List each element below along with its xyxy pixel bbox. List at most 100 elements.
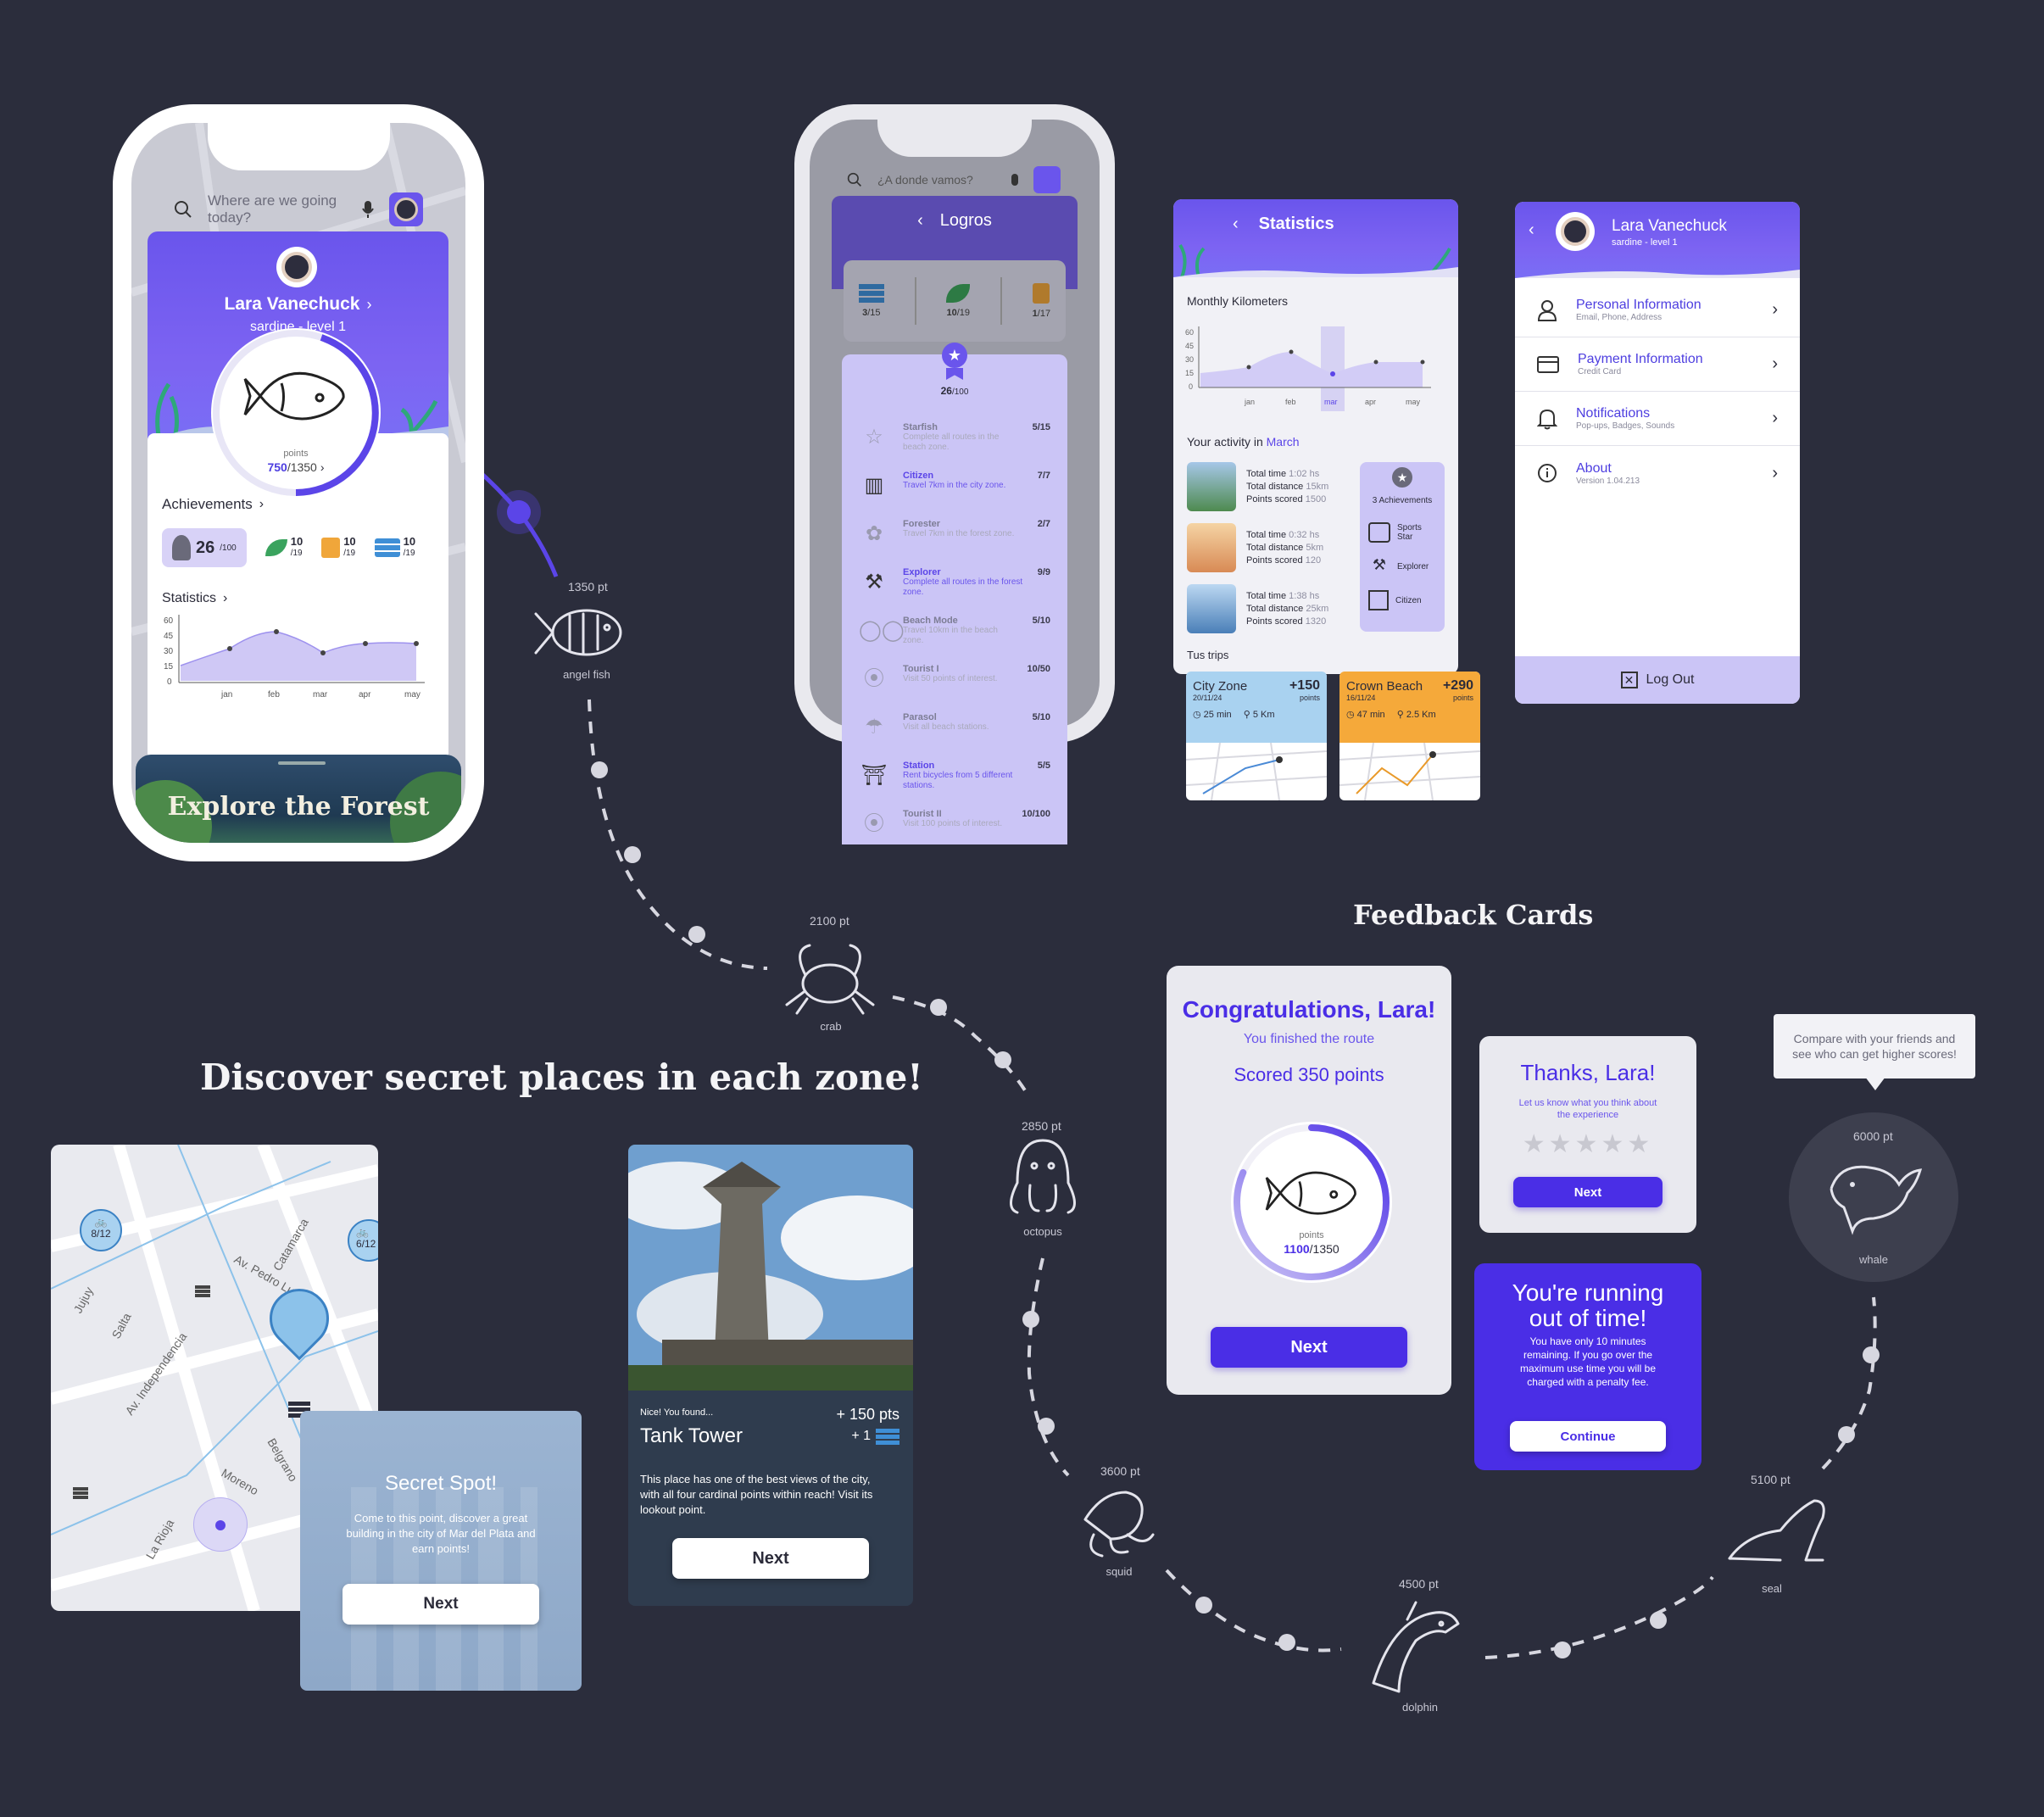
activity-achievements[interactable]: ★ 3 Achievements Sports Star ⚒Explorer C… <box>1360 462 1445 632</box>
secret-next-button[interactable]: Next <box>343 1584 539 1625</box>
star-icon[interactable]: ★ <box>1627 1130 1654 1158</box>
bike-station-pin[interactable]: 🚲6/12 <box>348 1219 378 1262</box>
whale-tooltip-text: Compare with your friends and see who ca… <box>1792 1032 1957 1061</box>
whale-tooltip: Compare with your friends and see who ca… <box>1774 1014 1975 1078</box>
cat-of: /15 <box>867 308 881 318</box>
star-icon[interactable]: ★ <box>1522 1130 1549 1158</box>
building-marker[interactable] <box>195 1285 210 1297</box>
achievement-name: Forester <box>903 519 941 529</box>
achievement-icon: ☆ <box>865 426 883 449</box>
star-icon[interactable]: ★ <box>1574 1130 1601 1158</box>
achievement-desc: Visit 50 points of interest. <box>903 674 998 683</box>
point <box>414 641 419 646</box>
profile-name: Lara Vanechuck <box>1612 217 1727 235</box>
search-icon <box>175 201 192 218</box>
distance-label: Total distance <box>1246 542 1304 553</box>
statistics-screen: ‹Statistics Monthly Kilometers 60 45 30 … <box>1173 199 1458 674</box>
category-city[interactable]: 3/15 <box>858 284 884 318</box>
star-icon[interactable]: ★ <box>1601 1130 1628 1158</box>
congrats-ring-svg <box>1234 1124 1390 1280</box>
back-chevron-icon[interactable]: ‹ <box>917 211 923 230</box>
bike-station-pin[interactable]: 🚲8/12 <box>80 1209 122 1251</box>
achievement-name: Parasol <box>903 712 937 722</box>
ach-name: Citizen <box>1395 595 1422 605</box>
explore-forest-banner[interactable]: Explore the Forest <box>136 755 461 843</box>
leaf-icon <box>265 539 287 556</box>
achievement-icon: ☂ <box>865 716 883 739</box>
congrats-next-button[interactable]: Next <box>1211 1327 1407 1368</box>
ach-main-value: 26 <box>196 538 215 557</box>
search-bar[interactable]: Where are we going today? <box>153 186 443 233</box>
trip-date: 20/11/24 <box>1193 694 1223 702</box>
continue-button[interactable]: Continue <box>1510 1421 1666 1452</box>
microphone-icon[interactable] <box>1011 174 1018 186</box>
achievement-name: Tourist II <box>903 809 942 819</box>
achievements-link[interactable]: Achievements› <box>162 496 264 513</box>
tower-next-button[interactable]: Next <box>672 1538 869 1579</box>
x-tick: jan <box>1244 398 1255 406</box>
path-seg-4 <box>1165 1569 1342 1653</box>
x-tick: may <box>404 690 420 699</box>
area-series <box>1200 352 1423 387</box>
distance-label: Total distance <box>1246 481 1304 492</box>
y-tick: 15 <box>164 662 174 672</box>
thanks-next-button[interactable]: Next <box>1513 1177 1662 1207</box>
search-bar[interactable]: ¿A donde vamos? <box>827 162 1081 198</box>
avatar[interactable] <box>1033 166 1061 193</box>
category-forest[interactable]: 10/19 <box>946 284 971 318</box>
logros-title: Logros <box>939 211 992 230</box>
whale-badge[interactable]: 6000 pt whale <box>1789 1112 1958 1282</box>
medal-icon: ★ <box>1392 467 1412 488</box>
menu-sub: Pop-ups, Badges, Sounds <box>1576 421 1675 431</box>
path-dot <box>1195 1597 1212 1614</box>
achievements-row[interactable]: 26/100 10/19 10/19 10/19 <box>162 528 415 567</box>
statistics-label: Statistics <box>162 591 217 605</box>
activity-points: 120 <box>1305 555 1322 566</box>
building-marker[interactable] <box>73 1487 88 1499</box>
path-dot <box>994 1051 1011 1068</box>
points-ring[interactable]: points 750/1350› <box>211 328 381 498</box>
trip-points-unit: points <box>1452 694 1473 702</box>
star-icon[interactable]: ★ <box>1548 1130 1575 1158</box>
logout-button[interactable]: ✕Log Out <box>1515 656 1800 704</box>
bell-icon <box>1537 409 1557 429</box>
drag-handle[interactable] <box>278 761 326 765</box>
trip-points: +290 <box>1442 678 1473 693</box>
statistics-link[interactable]: Statistics› <box>162 591 227 606</box>
microphone-icon[interactable] <box>362 200 374 219</box>
achievement-icon: ⛩ <box>860 764 888 787</box>
thanks-card: Thanks, Lara! Let us know what you think… <box>1479 1036 1696 1233</box>
back-chevron-icon[interactable]: ‹ <box>1529 220 1534 239</box>
back-chevron-icon[interactable]: ‹ <box>1233 215 1239 233</box>
star-rating[interactable]: ★★★★★ <box>1479 1129 1696 1159</box>
point <box>1246 365 1251 370</box>
avatar[interactable] <box>389 192 423 226</box>
category-beach[interactable]: 1/17 <box>1033 283 1050 319</box>
tshirt-icon <box>1368 522 1390 543</box>
path-seg-3 <box>1027 1257 1070 1477</box>
points-label: Points scored <box>1246 555 1303 566</box>
user-location[interactable] <box>193 1497 248 1552</box>
point <box>1373 359 1378 365</box>
x-tick: mar <box>1324 398 1338 406</box>
congrats-card: Congratulations, Lara! You finished the … <box>1167 966 1451 1395</box>
